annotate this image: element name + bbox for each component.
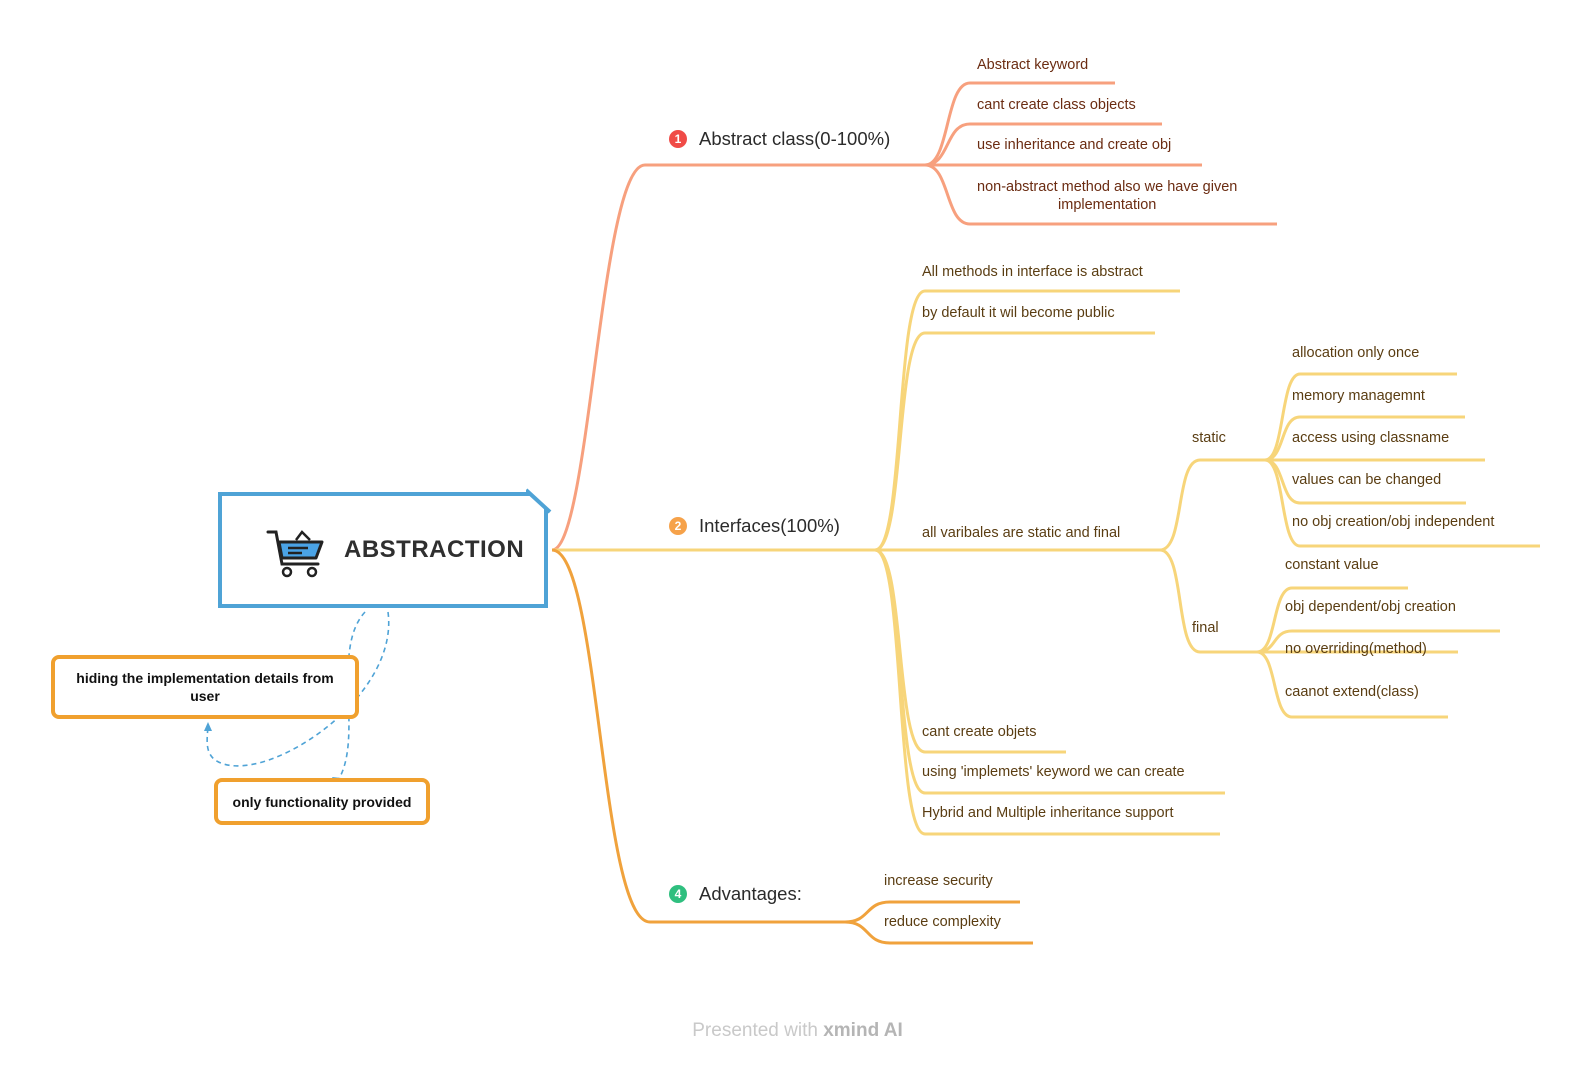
topic-cannot-extend[interactable]: caanot extend(class) (1285, 684, 1419, 700)
central-topic[interactable]: ABSTRACTION (218, 492, 548, 608)
relation-central-to-functionality (336, 611, 366, 783)
topic-increase-security[interactable]: increase security (884, 873, 993, 889)
topic-line: non-abstract method also we have given (977, 179, 1238, 195)
topic-final[interactable]: final (1192, 620, 1219, 636)
note-line: user (190, 688, 220, 704)
branch-title: Advantages: (699, 883, 802, 904)
connector-central-advantages (551, 548, 850, 924)
topic-all-methods-abstract[interactable]: All methods in interface is abstract (922, 264, 1143, 280)
topic-obj-independent[interactable]: no obj creation/obj independent (1292, 514, 1495, 530)
topic-values-changed[interactable]: values can be changed (1292, 472, 1442, 488)
topic-line: implementation (1058, 197, 1157, 213)
shopping-cart-icon (266, 530, 324, 578)
topic-default-public[interactable]: by default it wil become public (922, 305, 1115, 321)
topic-static-and-final[interactable]: all varibales are static and final (922, 525, 1121, 541)
priority-1-icon: 1 (669, 130, 687, 148)
branch-advantages[interactable]: 4 Advantages: (669, 883, 802, 905)
note-text: only functionality provided (232, 793, 412, 810)
priority-4-icon: 4 (669, 885, 687, 903)
floating-topic-hiding-details[interactable]: hiding the implementation details from u… (51, 655, 359, 719)
priority-2-icon: 2 (669, 517, 687, 535)
topic-allocation-once[interactable]: allocation only once (1292, 345, 1420, 361)
topic-constant-value[interactable]: constant value (1285, 557, 1379, 573)
topic-cant-create-objets[interactable]: cant create objets (922, 724, 1037, 740)
topic-abstract-keyword[interactable]: Abstract keyword (977, 57, 1089, 73)
topic-obj-dependent[interactable]: obj dependent/obj creation (1285, 599, 1456, 615)
topic-static[interactable]: static (1192, 430, 1226, 446)
topic-cant-create-class-objects[interactable]: cant create class objects (977, 97, 1136, 113)
page-fold-corner (526, 488, 552, 514)
central-title: ABSTRACTION (344, 536, 525, 563)
topic-reduce-complexity[interactable]: reduce complexity (884, 914, 1001, 930)
topic-non-abstract-method[interactable]: non-abstract method also we have given i… (977, 178, 1237, 214)
connector-central-abstract (551, 163, 930, 552)
branch-abstract-class[interactable]: 1 Abstract class(0-100%) (669, 128, 890, 150)
branch-title: Abstract class(0-100%) (699, 128, 891, 149)
topic-use-inheritance[interactable]: use inheritance and create obj (977, 137, 1172, 153)
branch-interfaces[interactable]: 2 Interfaces(100%) (669, 515, 840, 537)
note-line: hiding the implementation details from (76, 670, 334, 686)
topic-no-overriding[interactable]: no overriding(method) (1285, 641, 1427, 657)
footer-prefix: Presented with (692, 1020, 824, 1041)
footer-brand: xmind AI (823, 1020, 903, 1041)
floating-topic-only-functionality[interactable]: only functionality provided (214, 778, 430, 825)
topic-implements-keyword[interactable]: using 'implemets' keyword we can create (922, 764, 1185, 780)
branch-title: Interfaces(100%) (699, 515, 840, 536)
footer-watermark: Presented with xmind AI (0, 1020, 1595, 1042)
topic-memory-management[interactable]: memory managemnt (1292, 388, 1425, 404)
topic-access-classname[interactable]: access using classname (1292, 430, 1450, 446)
topic-hybrid-inheritance[interactable]: Hybrid and Multiple inheritance support (922, 805, 1174, 821)
